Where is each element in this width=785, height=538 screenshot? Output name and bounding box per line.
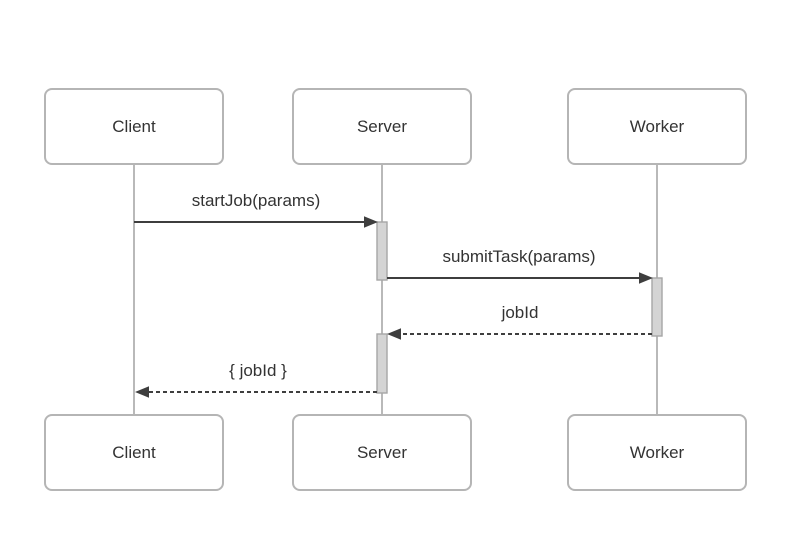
- participant-box-client-top: Client: [44, 88, 224, 165]
- arrowhead-right-icon: [364, 216, 378, 228]
- activation-bar-server-2: [376, 333, 388, 394]
- participant-label-server: Server: [356, 443, 408, 462]
- message-label-submittask: submitTask(params): [442, 247, 596, 266]
- participant-box-server-top: Server: [292, 88, 472, 165]
- participant-label-client: Client: [112, 117, 156, 136]
- activation-bar-server-1: [376, 221, 388, 281]
- participant-label-worker: Worker: [629, 117, 685, 136]
- arrowhead-left-icon: [135, 386, 149, 398]
- arrowhead-right-icon: [639, 272, 653, 284]
- message-label-startjob: startJob(params): [191, 191, 321, 210]
- participant-box-client-bottom: Client: [44, 414, 224, 491]
- participant-box-server-bottom: Server: [292, 414, 472, 491]
- participant-label-server: Server: [356, 117, 408, 136]
- participant-label-worker: Worker: [629, 443, 685, 462]
- participant-label-client: Client: [112, 443, 156, 462]
- message-label-jobid: jobId: [501, 303, 539, 322]
- message-label-jobid-return: { jobId }: [229, 361, 287, 380]
- participant-box-worker-top: Worker: [567, 88, 747, 165]
- arrowhead-left-icon: [387, 328, 401, 340]
- activation-bar-worker: [651, 277, 663, 337]
- participant-box-worker-bottom: Worker: [567, 414, 747, 491]
